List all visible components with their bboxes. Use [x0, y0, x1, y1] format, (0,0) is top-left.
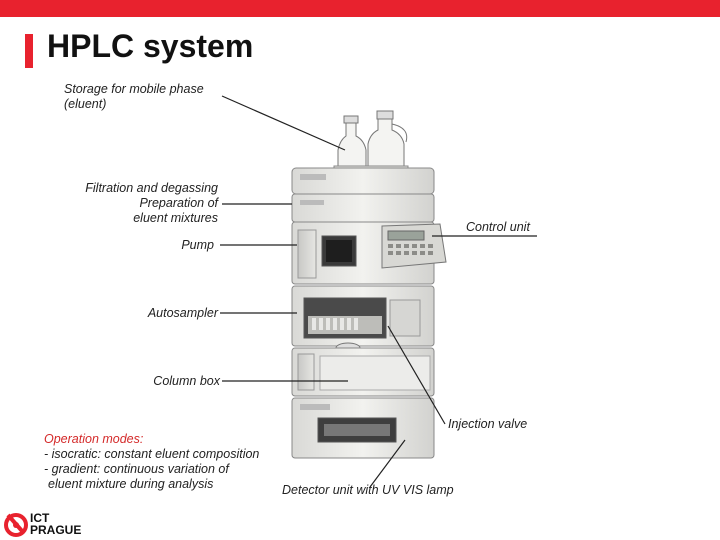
label-injection-valve: Injection valve: [448, 417, 528, 431]
label-storage-line1: Storage for mobile phase: [64, 82, 204, 96]
label-detector: Detector unit with UV VIS lamp: [282, 483, 454, 497]
label-filtration-group: Filtration and degassing Preparation of …: [64, 181, 218, 226]
operation-modes-gradient: - gradient: continuous variation of: [44, 462, 229, 476]
label-autosampler: Autosampler: [147, 306, 218, 320]
logo-text: ICT PRAGUE: [30, 512, 81, 536]
title-accent-mark: [25, 34, 33, 68]
operation-modes-gradient-cont: eluent mixture during analysis: [48, 477, 214, 491]
label-storage-line2: (eluent): [64, 97, 107, 111]
label-column-box: Column box: [153, 374, 220, 388]
control-unit-keypad: [381, 223, 447, 269]
label-preparation-line1: Preparation of: [139, 196, 218, 210]
operation-modes: Operation modes: - isocratic: constant e…: [44, 432, 259, 492]
pointer-lines: [220, 95, 537, 488]
logo-line2: PRAGUE: [30, 523, 82, 537]
label-storage: Storage for mobile phase (eluent): [64, 82, 204, 112]
ict-prague-logo-icon: [4, 513, 28, 537]
hplc-instrument-stack: [291, 167, 447, 459]
page-title: HPLC system: [47, 28, 254, 64]
solvent-bottles: [333, 110, 409, 173]
operation-modes-title: Operation modes:: [44, 432, 144, 446]
operation-modes-isocratic: - isocratic: constant eluent composition: [44, 447, 260, 461]
top-accent-bar: [0, 0, 720, 17]
label-pump: Pump: [181, 238, 214, 252]
logo-line1: ICT: [30, 511, 50, 525]
label-preparation-line2: eluent mixtures: [133, 211, 218, 225]
label-filtration: Filtration and degassing: [85, 181, 218, 195]
label-control-unit: Control unit: [466, 220, 530, 234]
